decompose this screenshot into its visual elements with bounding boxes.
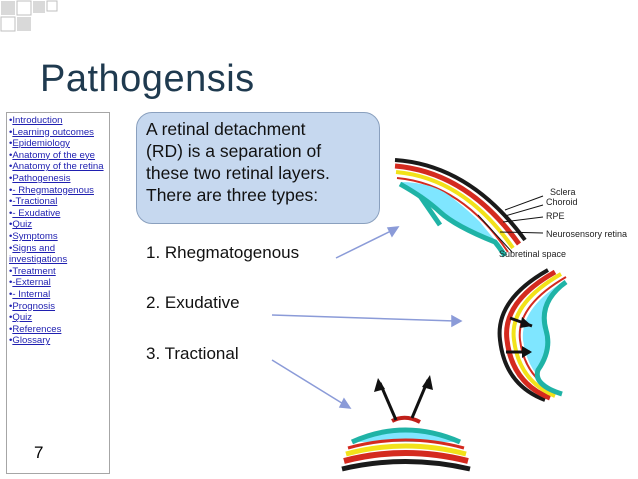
sidebar-nav-link[interactable]: References bbox=[9, 324, 109, 336]
exudative-diagram bbox=[497, 268, 568, 402]
sidebar-nav-link[interactable]: Epidemiology bbox=[9, 138, 109, 150]
sidebar-nav-link[interactable]: Introduction bbox=[9, 115, 109, 127]
sidebar-nav-link[interactable]: Anatomy of the eye bbox=[9, 150, 109, 162]
sidebar-nav-link[interactable]: Pathogenesis bbox=[9, 173, 109, 185]
nav-list: IntroductionLearning outcomesEpidemiolog… bbox=[7, 113, 109, 347]
slide-title: Pathogensis bbox=[40, 58, 255, 100]
sidebar-nav-link[interactable]: Anatomy of the retina bbox=[9, 161, 109, 173]
sidebar-nav-link[interactable]: Signs and investigations bbox=[9, 243, 109, 266]
callout-line: these two retinal layers. bbox=[146, 163, 330, 183]
slide-number: 7 bbox=[34, 443, 44, 462]
callout-line: A retinal detachment bbox=[146, 119, 306, 139]
arrow-to-tractional bbox=[271, 359, 346, 406]
tractional-diagram bbox=[341, 375, 471, 472]
sidebar-nav-link[interactable]: Quiz bbox=[9, 219, 109, 231]
label-subretinal-space: Subretinal space bbox=[499, 249, 567, 259]
rhegmatogenous-diagram bbox=[394, 158, 527, 258]
label-neurosensory-retina: Neurosensory retina bbox=[546, 229, 628, 239]
sidebar-nav-link[interactable]: Treatment bbox=[9, 266, 109, 278]
sidebar-nav-link[interactable]: Quiz bbox=[9, 312, 109, 324]
corner-decoration bbox=[0, 0, 58, 32]
callout-line: (RD) is a separation of bbox=[146, 141, 322, 161]
sidebar-nav-link[interactable]: -External bbox=[9, 277, 109, 289]
callout-line: There are three types: bbox=[146, 185, 319, 205]
sidebar-nav-link[interactable]: Symptoms bbox=[9, 231, 109, 243]
label-sclera: Sclera bbox=[550, 187, 576, 197]
sidebar-nav-link[interactable]: - Internal bbox=[9, 289, 109, 301]
sidebar-nav-link[interactable]: Glossary bbox=[9, 335, 109, 347]
definition-callout: A retinal detachment (RD) is a separatio… bbox=[136, 112, 380, 224]
arrow-to-exudative bbox=[271, 314, 456, 322]
sidebar-nav-link[interactable]: -Tractional bbox=[9, 196, 109, 208]
type-exudative: 2. Exudative bbox=[146, 293, 240, 312]
type-rhegmatogenous: 1. Rhegmatogenous bbox=[146, 243, 300, 262]
sidebar-nav-link[interactable]: Learning outcomes bbox=[9, 127, 109, 139]
label-rpe: RPE bbox=[546, 211, 565, 221]
sidebar-nav: IntroductionLearning outcomesEpidemiolog… bbox=[6, 112, 110, 474]
sidebar-nav-link[interactable]: - Rhegmatogenous bbox=[9, 185, 109, 197]
sidebar-nav-link[interactable]: - Exudative bbox=[9, 208, 109, 220]
label-choroid: Choroid bbox=[546, 197, 578, 207]
arrow-to-rhegmatogenous bbox=[335, 228, 396, 259]
rhegmatogenous-pointers bbox=[477, 195, 544, 253]
sidebar-nav-link[interactable]: Prognosis bbox=[9, 301, 109, 313]
type-tractional: 3. Tractional bbox=[146, 344, 239, 363]
